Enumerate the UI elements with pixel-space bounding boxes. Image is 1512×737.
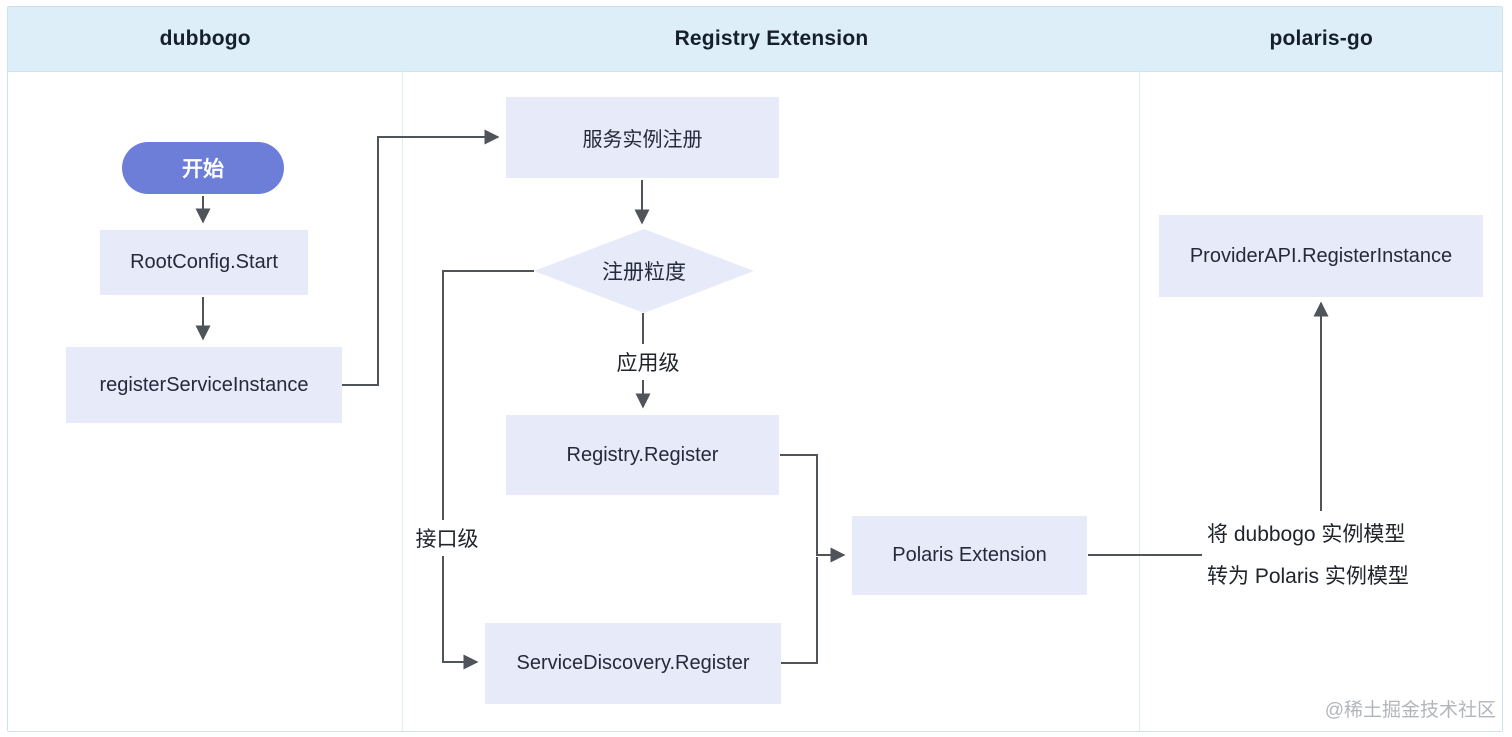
lane-header-dubbogo: dubbogo bbox=[8, 7, 403, 72]
edge-label-application-level: 应用级 bbox=[611, 344, 685, 380]
node-rootconfig-start: RootConfig.Start bbox=[100, 230, 308, 295]
node-polaris-extension: Polaris Extension bbox=[852, 516, 1087, 595]
lane-registry-extension: Registry Extension bbox=[403, 7, 1141, 731]
lane-polaris-go: polaris-go bbox=[1140, 7, 1502, 731]
node-provider-api-register-instance: ProviderAPI.RegisterInstance bbox=[1159, 215, 1483, 297]
edge-label-interface-level: 接口级 bbox=[410, 520, 484, 556]
annotation-convert-model: 将 dubbogo 实例模型 转为 Polaris 实例模型 bbox=[1207, 514, 1409, 598]
annotation-convert-line2: 转为 Polaris 实例模型 bbox=[1207, 565, 1409, 588]
node-registry-register: Registry.Register bbox=[506, 415, 779, 495]
node-service-instance-register: 服务实例注册 bbox=[506, 97, 779, 178]
annotation-convert-line1: 将 dubbogo 实例模型 bbox=[1207, 523, 1406, 546]
node-service-discovery-register: ServiceDiscovery.Register bbox=[485, 623, 781, 704]
lane-header-registry-extension: Registry Extension bbox=[403, 7, 1140, 72]
lane-header-polaris-go: polaris-go bbox=[1140, 7, 1502, 72]
node-register-service-instance: registerServiceInstance bbox=[66, 347, 342, 423]
node-start: 开始 bbox=[122, 142, 284, 194]
watermark-juejin: @稀土掘金技术社区 bbox=[1324, 700, 1496, 721]
